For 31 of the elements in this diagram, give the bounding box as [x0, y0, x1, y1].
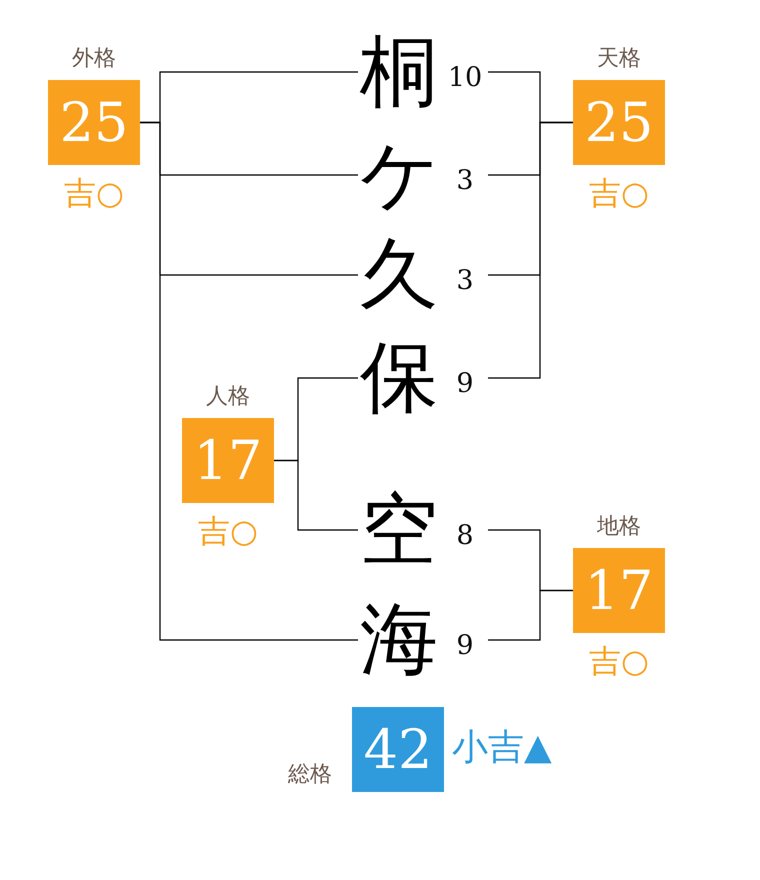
stroke-count: 9 [456, 369, 474, 399]
score-tile: 25 [48, 80, 140, 165]
name-character: ケ [360, 135, 440, 215]
category-label: 地格 [597, 514, 641, 540]
name-character: 空 [360, 490, 438, 570]
name-character: 海 [360, 600, 438, 680]
stroke-count: 3 [456, 266, 474, 296]
category-label: 外格 [72, 46, 116, 72]
score-tile: 42 [352, 707, 444, 792]
score-tile: 17 [573, 548, 665, 633]
category-label: 天格 [597, 46, 641, 72]
connector-line [488, 590, 573, 641]
stroke-count: 3 [456, 166, 474, 196]
name-character: 桐 [360, 32, 438, 112]
stroke-count: 10 [448, 63, 482, 93]
fortune-result: 吉○ [589, 643, 649, 679]
category-label: 総格 [288, 762, 332, 788]
name-character: 久 [360, 235, 438, 315]
fortune-result: 小吉▲ [452, 728, 552, 768]
fortune-result: 吉○ [198, 513, 258, 549]
stroke-count: 8 [456, 521, 474, 551]
category-label: 人格 [206, 384, 250, 410]
score-tile: 17 [182, 418, 274, 503]
connector-line [274, 460, 358, 531]
stroke-count: 9 [456, 631, 474, 661]
fortune-result: 吉○ [589, 175, 649, 211]
connector-line [140, 122, 358, 641]
score-tile: 25 [573, 80, 665, 165]
connector-line [488, 122, 573, 379]
name-character: 保 [360, 338, 438, 418]
fortune-result: 吉○ [64, 175, 124, 211]
